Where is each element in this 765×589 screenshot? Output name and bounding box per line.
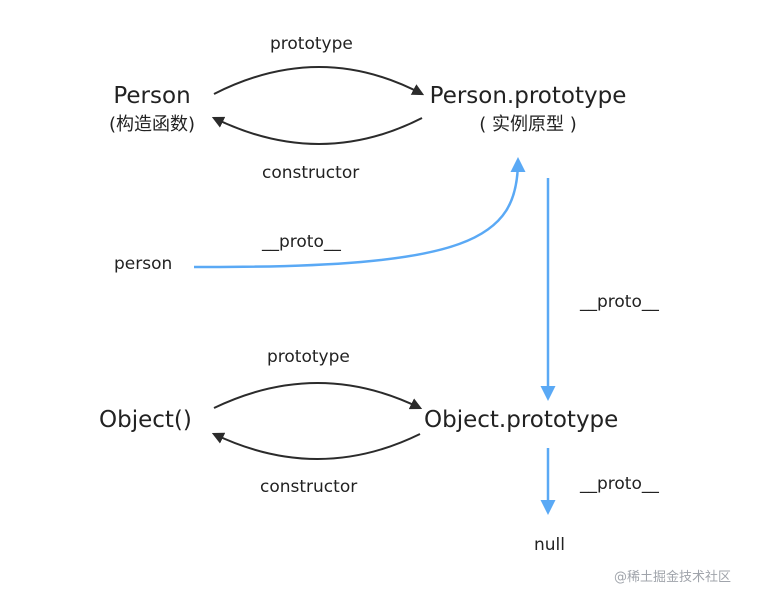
arrow-object-to-prototype bbox=[213, 382, 423, 410]
person-constructor-label: Person bbox=[113, 83, 191, 109]
edge-label-bottom-prototype: prototype bbox=[267, 347, 350, 367]
edge-label-objectproto-proto: __proto__ bbox=[580, 474, 659, 494]
watermark: @稀土掘金技术社区 bbox=[614, 570, 732, 585]
person-prototype-label: Person.prototype bbox=[429, 83, 627, 109]
arrow-person-to-prototype bbox=[213, 66, 425, 96]
edge-label-top-constructor: constructor bbox=[262, 163, 360, 183]
arrow-prototype-to-person bbox=[211, 116, 423, 145]
edge-label-top-prototype: prototype bbox=[270, 34, 353, 54]
person-constructor-subtitle: (构造函数) bbox=[108, 114, 196, 135]
edge-label-bottom-constructor: constructor bbox=[260, 477, 358, 497]
person-instance-label: person bbox=[114, 254, 173, 274]
edge-label-personproto-proto: __proto__ bbox=[580, 292, 659, 312]
object-constructor-label: Object() bbox=[99, 407, 192, 433]
person-prototype-subtitle: ( 实例原型 ) bbox=[479, 114, 577, 135]
null-label: null bbox=[534, 535, 565, 555]
arrow-objectproto-to-object bbox=[211, 432, 421, 460]
arrow-instance-proto bbox=[193, 157, 526, 269]
object-prototype-label: Object.prototype bbox=[424, 407, 619, 433]
edge-label-instance-proto: __proto__ bbox=[262, 232, 341, 252]
